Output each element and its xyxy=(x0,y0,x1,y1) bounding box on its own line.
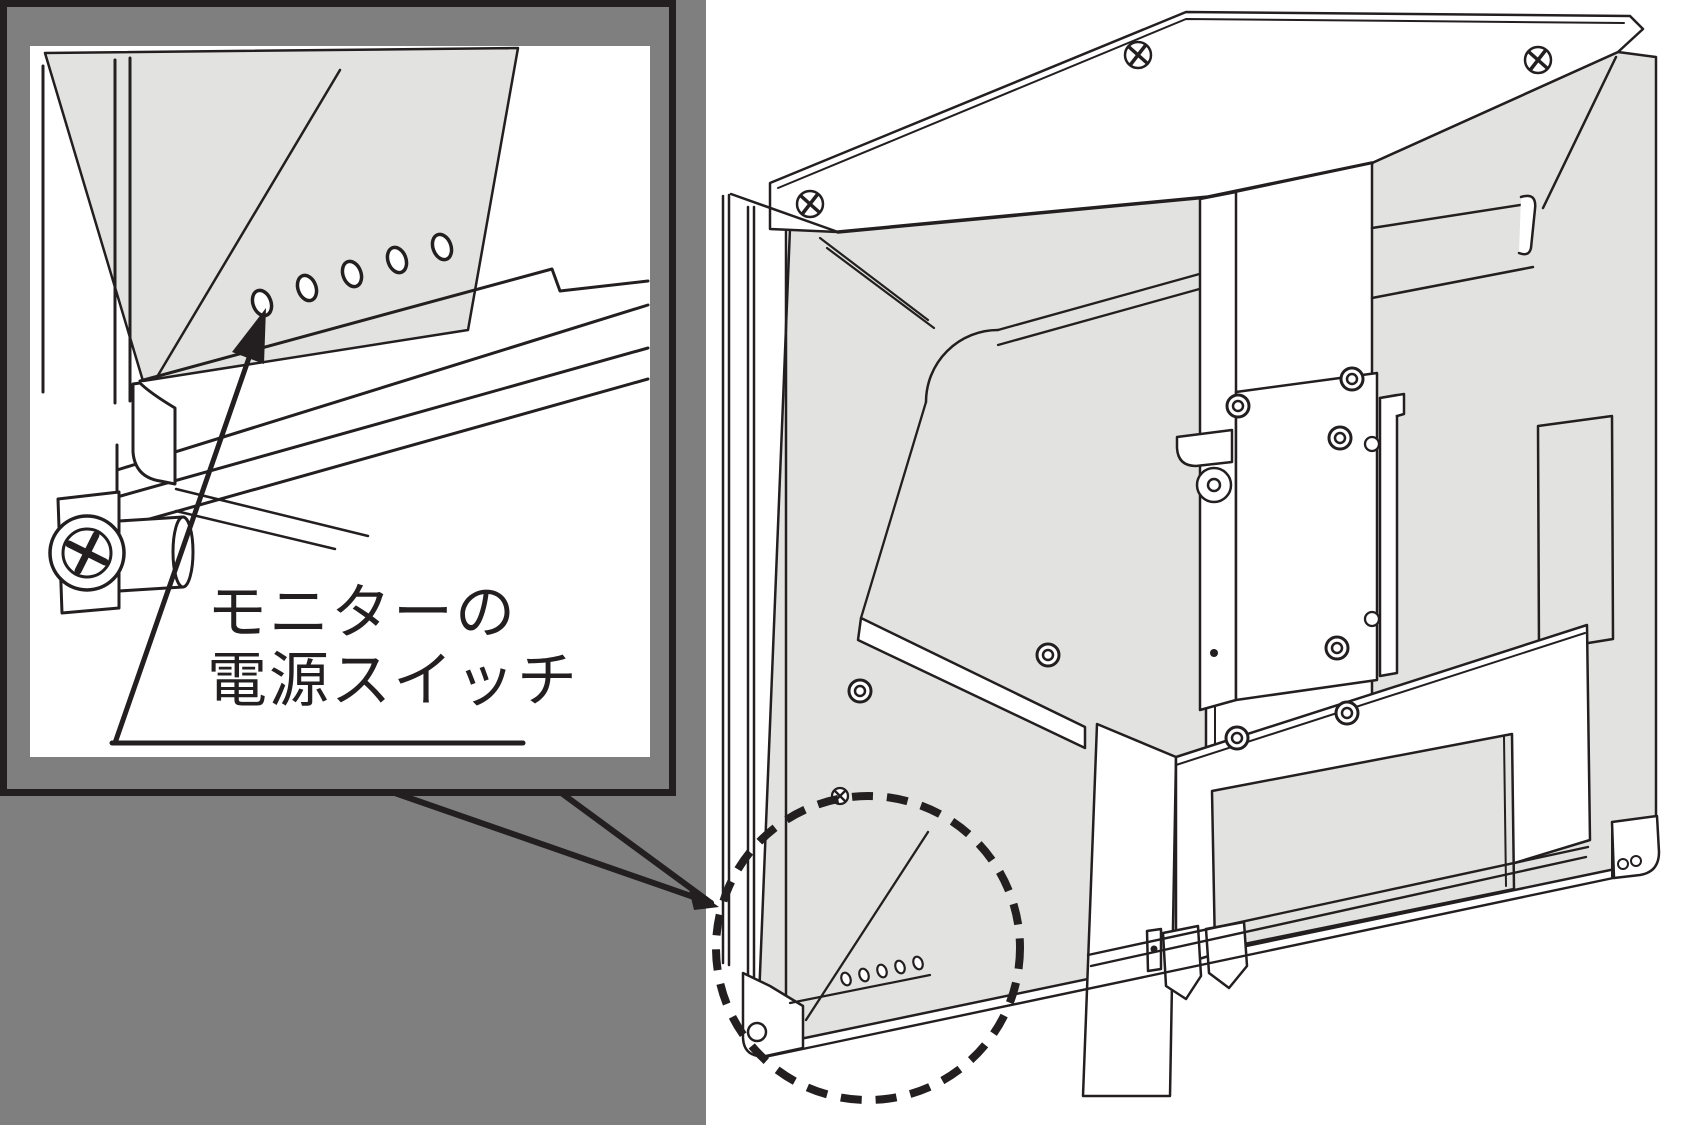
knob-phillips-cross xyxy=(65,531,109,575)
bottom-bezel-line xyxy=(788,973,932,1005)
bracket-tab xyxy=(1175,428,1234,468)
inner-panel-bottom-band xyxy=(856,616,1087,750)
inset-bezel-lines xyxy=(113,56,132,405)
bottom-rails xyxy=(758,845,1620,1060)
right-band-lines xyxy=(1370,201,1535,300)
inset-base-lines xyxy=(174,487,370,551)
bottom-bar-cutout xyxy=(1210,732,1516,952)
arrowhead xyxy=(232,308,266,364)
bracket-washer xyxy=(1195,466,1233,504)
recess-fold-lines xyxy=(818,236,936,330)
power-switch-holes-small xyxy=(840,955,924,987)
callout-label: モニターの 電源スイッチ xyxy=(207,578,579,716)
dashed-highlight-circle xyxy=(712,792,1024,1104)
screw-icon xyxy=(795,189,825,219)
bezel-top-edge xyxy=(729,192,840,234)
inset-back-panel xyxy=(43,46,520,383)
bracket-dot xyxy=(1210,649,1218,657)
leader-arrowhead xyxy=(688,885,719,910)
mount-rail xyxy=(1378,393,1399,678)
cutout-fold-line xyxy=(1503,736,1507,887)
corner-crease-line xyxy=(804,830,930,1022)
left-bezel-strips xyxy=(721,193,788,1005)
bottom-bar-end-plate xyxy=(1081,722,1178,1098)
callout-frame xyxy=(0,0,676,796)
hex-nut-icons xyxy=(847,366,1381,751)
right-curl-tab xyxy=(1517,194,1537,256)
right-wedge-crease xyxy=(1541,55,1618,210)
foot-hole-2 xyxy=(1630,855,1642,867)
power-switch-holes xyxy=(250,232,454,318)
power-switch-arrow xyxy=(109,308,526,746)
inset-bezel-bar xyxy=(115,267,650,529)
bracket-washer-hole xyxy=(1206,477,1222,493)
inner-panel-corner xyxy=(924,328,1000,404)
screw-icon xyxy=(1123,40,1153,70)
inset-crease-line xyxy=(155,68,342,379)
knob-screw-inner xyxy=(61,527,113,579)
leader-lines xyxy=(389,789,719,910)
right-access-plate xyxy=(1536,414,1615,653)
inner-panel-edges xyxy=(859,271,1205,620)
top-lip-line xyxy=(777,18,1625,189)
callout-label-line1: モニターの xyxy=(207,578,517,648)
inset-corner-piece xyxy=(131,381,177,486)
mount-plate xyxy=(1234,371,1379,702)
mount-rail-hook xyxy=(1378,392,1406,418)
monitor-rear-view xyxy=(712,10,1661,1104)
foot-bottom-left-hole xyxy=(746,1021,768,1043)
foot-hole-1 xyxy=(1617,858,1629,870)
callout-label-line2: 電源スイッチ xyxy=(207,646,579,716)
screw-icon xyxy=(1523,45,1553,75)
foot-bottom-left xyxy=(741,971,805,1058)
magnified-view: モニターの 電源スイッチ xyxy=(41,46,650,746)
foot-bottom-right xyxy=(1610,814,1661,880)
monitor-top-face xyxy=(768,10,1645,234)
